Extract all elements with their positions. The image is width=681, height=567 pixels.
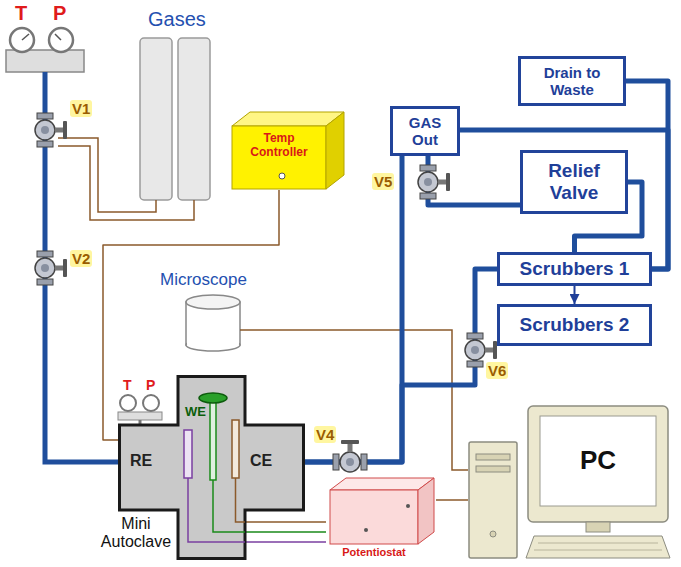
pressure-gauge (143, 395, 159, 411)
gas-cylinder (140, 38, 172, 200)
key-row (534, 550, 662, 551)
valve-symbol (35, 251, 67, 285)
gauge-manifold (118, 412, 162, 420)
electrode-label: WE (185, 405, 206, 420)
valve-symbol (35, 113, 67, 147)
drain-box: Drain to Waste (518, 56, 626, 106)
monitor-stand (586, 522, 610, 532)
signal-cable (436, 499, 468, 501)
monitor (528, 406, 668, 522)
electrode-wire (245, 521, 326, 523)
valve-label: V2 (70, 250, 92, 267)
valve-symbol (418, 165, 450, 199)
gas-out-box: GAS Out (390, 106, 460, 156)
screen (540, 416, 656, 506)
gauge-manifold (6, 50, 84, 72)
box-front (232, 126, 326, 189)
keyboard (526, 536, 670, 558)
working-electrode (210, 398, 216, 480)
gas-pipe (305, 156, 402, 462)
drive-bay (476, 454, 510, 460)
gauge-letter: P (146, 377, 155, 393)
gas-pipe (305, 269, 497, 462)
computer: PC (468, 402, 673, 562)
valve-label: V6 (486, 362, 508, 379)
scrubber-box: Scrubbers 1 (497, 252, 652, 286)
box-top (330, 478, 434, 490)
electrode-label: CE (250, 452, 272, 470)
relief-valve-box: Relief Valve (520, 150, 628, 214)
gas-pipe (460, 130, 668, 269)
potentiostat: Potentiostat (326, 476, 436, 562)
temperature-gauge (10, 28, 34, 52)
valve-label: V5 (372, 173, 394, 190)
electrode-wire (245, 541, 326, 543)
counter-electrode (232, 420, 239, 478)
temp-controller: Temp Controller (232, 112, 344, 190)
electrode-wire (188, 478, 245, 542)
temperature-gauge (120, 395, 136, 411)
power-button (490, 531, 496, 537)
key-row (538, 543, 658, 544)
port-dot (364, 528, 368, 532)
box-label: Relief Valve (528, 160, 620, 204)
port-dot (406, 504, 410, 508)
valve-label: V4 (314, 426, 336, 443)
box-front (330, 490, 418, 544)
gas-pipe (626, 81, 668, 269)
box-top (232, 112, 344, 126)
electrode-label: RE (130, 452, 152, 470)
gauge-needle (22, 34, 29, 40)
instrument-label: Potentiostat (326, 546, 422, 559)
pc-tower (469, 442, 517, 558)
microscope-top (186, 295, 240, 309)
box-label: Scrubbers 1 (520, 258, 630, 280)
valve-label: V1 (70, 100, 92, 117)
box-label: Drain to Waste (526, 64, 618, 99)
electrode-wire (245, 531, 326, 533)
gauge-letter: P (53, 2, 66, 25)
gas-cylinder (178, 38, 210, 200)
gauge-needle (55, 34, 61, 40)
valve-symbol (333, 440, 367, 472)
gas-line (58, 138, 156, 212)
microscope-fill (187, 330, 239, 344)
gauge-letter: T (15, 2, 27, 25)
box-side (418, 478, 434, 544)
scrubber-box: Scrubbers 2 (497, 304, 652, 346)
electrode-wire (213, 480, 245, 532)
box-label: GAS Out (398, 114, 452, 149)
port-dot (279, 173, 285, 179)
vessel-label: Mini Autoclave (96, 515, 176, 552)
instrument-label: Microscope (160, 270, 247, 290)
controller-label: Temp Controller (242, 132, 316, 160)
gas-line (58, 146, 194, 220)
sample-disk (199, 393, 227, 403)
box-label: Scrubbers 2 (520, 314, 630, 336)
flow-arrow (574, 286, 576, 304)
drive-bay (476, 466, 510, 472)
pressure-gauge (49, 28, 73, 52)
gauge-letter: T (123, 377, 132, 393)
reference-electrode (184, 430, 192, 478)
screen-label: PC (540, 416, 656, 506)
group-label: Gases (148, 8, 206, 31)
computer-drawing (468, 402, 673, 562)
box-side (326, 112, 344, 189)
electrode-wire (236, 478, 246, 522)
